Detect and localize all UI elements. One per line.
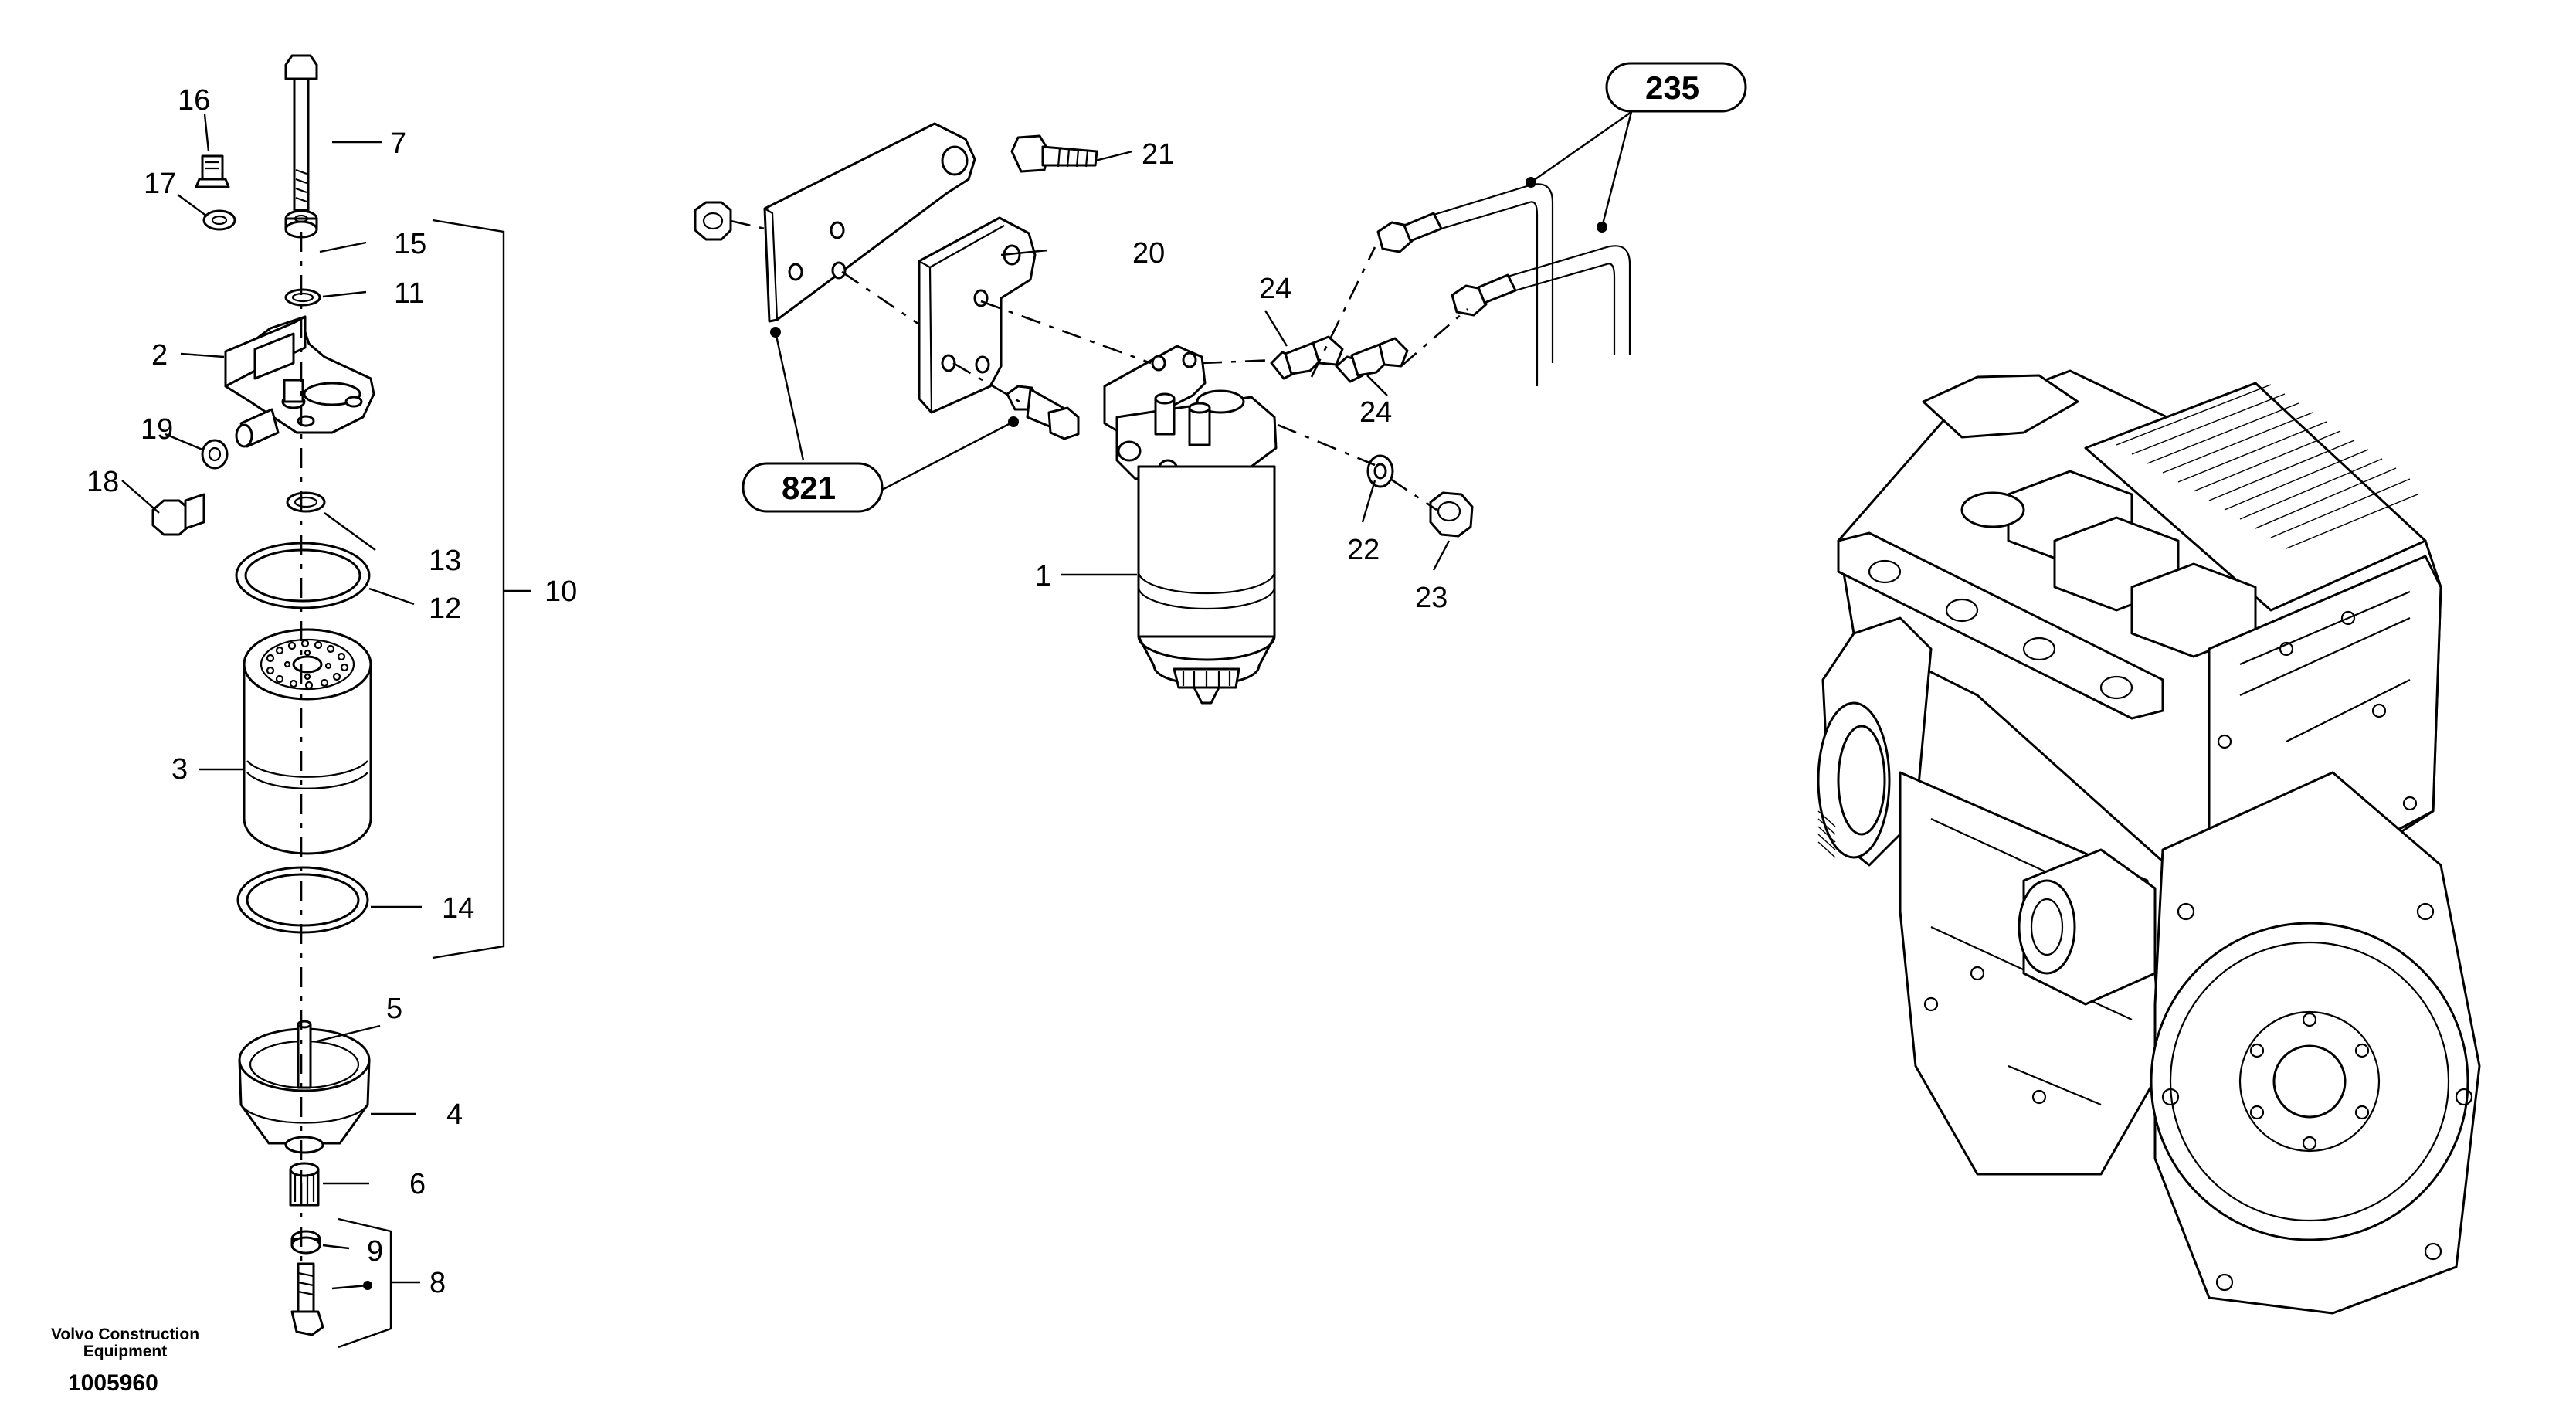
- part-17-washer: [202, 209, 236, 231]
- callout-7: 7: [390, 127, 406, 160]
- assembly-lines-middle: [730, 219, 1468, 511]
- callout-24-lower: 24: [1359, 396, 1392, 429]
- leader-lines-left: [121, 114, 422, 1250]
- part-2-filter-head: [224, 315, 375, 448]
- callout-22: 22: [1347, 534, 1380, 566]
- part-22-washer: [1366, 454, 1394, 488]
- group-10-bracket: [432, 219, 505, 959]
- callout-19: 19: [141, 413, 173, 446]
- ref-235-pill: [1605, 62, 1747, 113]
- footer: Volvo Construction Equipment 1005960: [51, 1326, 199, 1396]
- part-18-bleed-screw: [151, 493, 205, 536]
- callout-10: 10: [545, 575, 577, 608]
- engine-illustration: [1817, 369, 2481, 1315]
- part-7-bolt: [284, 54, 318, 212]
- callout-18: 18: [87, 466, 119, 498]
- nut-bracket-left: [694, 201, 732, 241]
- part-23-nut: [1429, 491, 1474, 538]
- callout-21: 21: [1142, 138, 1174, 171]
- callout-23: 23: [1415, 582, 1448, 614]
- part-5-rod: [297, 1020, 312, 1089]
- leader-lines-middle: [770, 111, 1633, 576]
- callout-8: 8: [429, 1267, 446, 1299]
- part-24-adapter-lower: [1335, 337, 1409, 383]
- part-3-filter-cartridge: [243, 628, 372, 855]
- part-1-fuel-filter: [1103, 345, 1278, 704]
- ref-235-label: 235: [1645, 70, 1699, 106]
- callout-9: 9: [367, 1235, 383, 1268]
- part-16-plug: [195, 154, 230, 188]
- callout-14: 14: [442, 892, 474, 925]
- callout-5: 5: [386, 993, 402, 1025]
- callout-13: 13: [429, 545, 461, 577]
- part-821-bracket-plate: [763, 122, 976, 323]
- group-8-bracket: [338, 1217, 392, 1349]
- callout-2: 2: [151, 339, 168, 372]
- part-9-washer: [290, 1230, 321, 1255]
- callout-1: 1: [1035, 560, 1051, 592]
- part-6-drain-valve: [289, 1162, 320, 1207]
- callout-16: 16: [178, 84, 210, 117]
- bolt-bracket-lower: [1006, 385, 1080, 440]
- part-14-seal-ring: [236, 866, 369, 934]
- callout-12: 12: [429, 592, 461, 625]
- part-24-adapter-upper: [1270, 335, 1344, 380]
- part-13-oring: [286, 491, 326, 513]
- part-15-washer: [284, 209, 318, 239]
- callout-20: 20: [1132, 237, 1165, 270]
- ref-821-pill: [742, 462, 884, 513]
- part-8-drain-plug: [290, 1262, 324, 1336]
- brand-line-2: Equipment: [83, 1343, 168, 1360]
- part-11-oring: [284, 288, 321, 307]
- part-235-fuel-pipes: [1376, 183, 1631, 386]
- callout-17: 17: [144, 168, 176, 200]
- part-20-bracket: [918, 216, 1037, 414]
- callout-15: 15: [394, 228, 426, 260]
- ref-821-label: 821: [782, 470, 836, 506]
- part-19-washer: [201, 439, 229, 470]
- callout-6: 6: [409, 1168, 426, 1200]
- callout-11: 11: [394, 277, 424, 310]
- callout-4: 4: [446, 1098, 463, 1131]
- callout-3: 3: [171, 753, 188, 786]
- callout-labels: 7 16 17 15 11 2 19 18 13 12 10 3 14 5 4 …: [87, 70, 1699, 1299]
- brand-line-1: Volvo Construction: [51, 1326, 199, 1343]
- part-12-seal-ring: [235, 542, 371, 609]
- doc-number: 1005960: [68, 1370, 158, 1396]
- part-21-bolt: [1010, 134, 1098, 173]
- callout-24-upper: 24: [1259, 273, 1291, 305]
